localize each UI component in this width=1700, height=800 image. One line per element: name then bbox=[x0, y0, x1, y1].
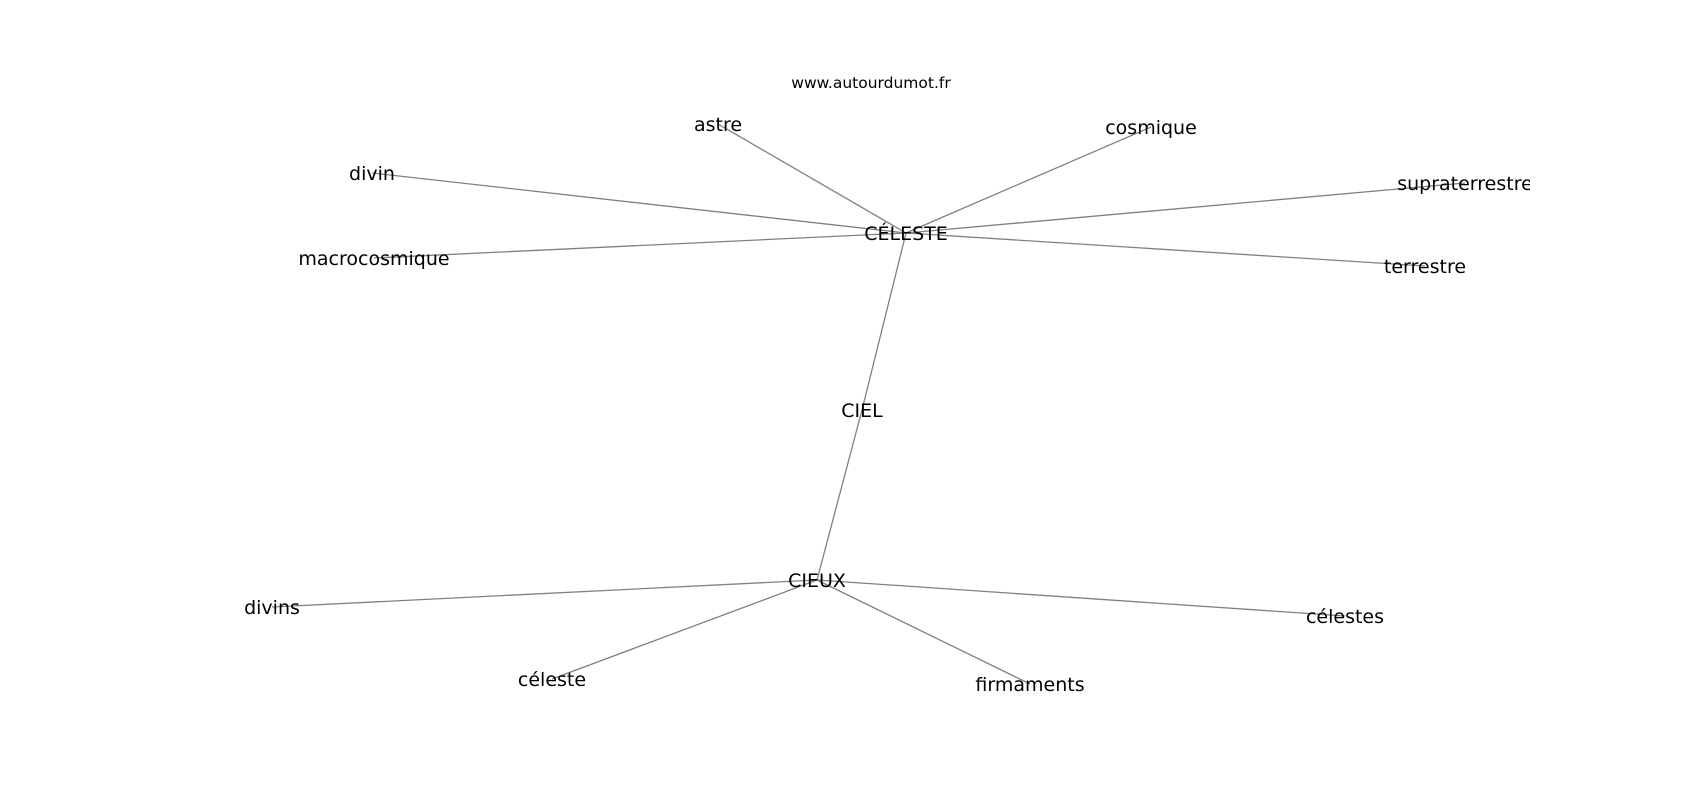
edge-celeste_hub-ciel bbox=[861, 232, 907, 411]
edge-celeste_hub-supraterrestre bbox=[905, 182, 1466, 234]
site-url-label: www.autourdumot.fr bbox=[791, 74, 951, 92]
edge-celeste_hub-terrestre bbox=[905, 232, 1426, 267]
node-label-firmaments: firmaments bbox=[975, 674, 1084, 696]
node-label-ciel: CIEL bbox=[841, 400, 883, 422]
node-label-divin: divin bbox=[349, 163, 395, 185]
node-label-cosmique: cosmique bbox=[1105, 117, 1197, 139]
edges-layer bbox=[271, 123, 1466, 685]
node-label-celestes: célestes bbox=[1306, 606, 1384, 628]
edge-celeste_hub-cosmique bbox=[905, 126, 1152, 234]
node-label-divins: divins bbox=[244, 597, 300, 619]
edge-celeste_hub-macrocosmique bbox=[373, 232, 907, 259]
nodes-layer: CÉLESTE CIEL CIEUX astre cosmique divin suprat… bbox=[244, 114, 1533, 696]
node-label-celeste_hub: CÉLESTE bbox=[864, 222, 948, 245]
edge-celeste_hub-astre bbox=[717, 123, 907, 234]
node-label-celeste: céleste bbox=[518, 669, 586, 691]
edge-cieux-firmaments bbox=[816, 579, 1031, 685]
node-label-macrocosmique: macrocosmique bbox=[298, 248, 449, 270]
edge-cieux-divins bbox=[271, 579, 818, 608]
node-label-cieux: CIEUX bbox=[788, 570, 846, 592]
edge-ciel-cieux bbox=[816, 409, 863, 581]
node-label-terrestre: terrestre bbox=[1384, 256, 1466, 278]
edge-celeste_hub-divin bbox=[371, 172, 907, 234]
node-label-supraterrestre: supraterrestre bbox=[1397, 173, 1533, 195]
edge-cieux-celeste bbox=[551, 579, 818, 680]
edge-cieux-celestes bbox=[816, 579, 1346, 617]
node-label-astre: astre bbox=[694, 114, 742, 136]
